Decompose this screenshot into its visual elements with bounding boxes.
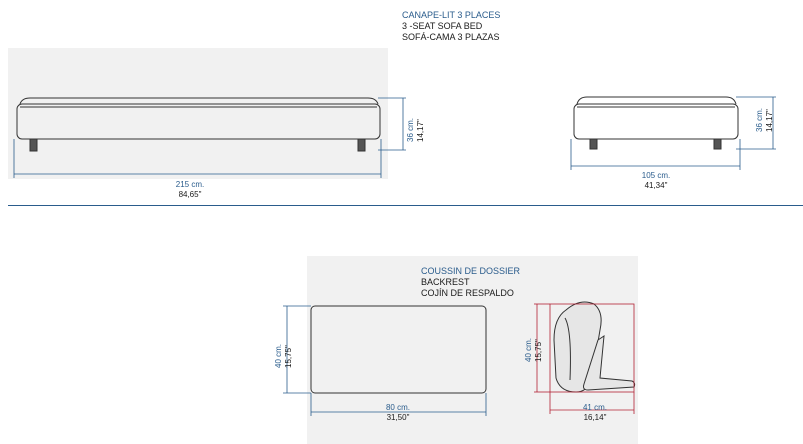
backrest-side-width-imperial: 16,14" [583, 413, 607, 422]
sofa-front-leg-left [29, 138, 38, 152]
sofa-side-leg-left [589, 138, 598, 150]
backrest-side-view [553, 301, 636, 393]
backrest-title-fr: COUSSIN DE DOSSIER [421, 266, 521, 276]
sofa-front-height-imperial: 14,17" [416, 119, 425, 142]
backrest-side-cushion-seam [564, 317, 571, 381]
backrest-side-width-label: 41 cm. 16,14" [565, 403, 625, 423]
sofa-bed-title: CANAPE-LIT 3 PLACES 3 -SEAT SOFA BED SOF… [402, 10, 500, 43]
sofa-front-width-imperial: 84,65" [178, 190, 202, 199]
backrest-side-bounding-box [549, 303, 635, 393]
section-divider [8, 205, 803, 206]
backrest-front-cushion [310, 305, 487, 394]
backrest-front-height-label: 40 cm. 15,75" [274, 344, 294, 368]
sofa-bed-title-es: SOFÁ-CAMA 3 PLAZAS [402, 32, 500, 42]
sofa-side-view [573, 96, 739, 150]
sofa-front-height-metric: 36 cm. [406, 117, 415, 142]
sofa-front-leg-right [357, 138, 366, 152]
sofa-side-width-label: 105 cm. 41,34" [626, 171, 686, 191]
front-view-panel [8, 48, 388, 179]
backrest-side-height-metric: 40 cm. [524, 337, 533, 362]
backrest-front-height-imperial: 15,75" [284, 345, 293, 368]
sofa-front-width-metric: 215 cm. [175, 180, 205, 189]
sofa-front-dimensions [13, 97, 406, 178]
sofa-front-width-label: 215 cm. 84,65" [160, 180, 220, 200]
backrest-front-width-metric: 80 cm. [385, 403, 410, 412]
sofa-bed-title-en: 3 -SEAT SOFA BED [402, 21, 483, 31]
sofa-side-leg-right [713, 138, 722, 150]
sofa-side-height-imperial: 14,17" [765, 109, 774, 132]
backrest-side-height-label: 40 cm. 15,75" [524, 338, 544, 362]
backrest-title-en: BACKREST [421, 277, 470, 287]
sofa-front-height-label: 36 cm. 14,17" [406, 118, 426, 142]
backrest-front-view [310, 305, 487, 394]
sofa-side-dimensions [570, 96, 776, 170]
backrest-title-es: COJÍN DE RESPALDO [421, 288, 514, 298]
backrest-side-dimensions [534, 303, 635, 414]
backrest-front-width-imperial: 31,50" [386, 413, 410, 422]
sofa-front-body [16, 103, 381, 140]
sofa-side-width-imperial: 41,34" [644, 181, 668, 190]
sofa-front-mattress-top [19, 97, 379, 105]
backrest-title: COUSSIN DE DOSSIER BACKREST COJÍN DE RES… [421, 266, 520, 299]
backrest-front-dimensions [283, 305, 487, 416]
sofa-side-height-metric: 36 cm. [755, 107, 764, 132]
sofa-side-mattress-top [576, 96, 737, 105]
backrest-side-width-metric: 41 cm. [582, 403, 607, 412]
backrest-front-width-label: 80 cm. 31,50" [368, 403, 428, 423]
sofa-front-view [16, 97, 381, 152]
sofa-side-width-metric: 105 cm. [641, 171, 671, 180]
backrest-side-height-imperial: 15,75" [534, 339, 543, 362]
sofa-side-body [573, 103, 739, 140]
sofa-bed-title-fr: CANAPE-LIT 3 PLACES [402, 10, 501, 20]
sofa-side-height-label: 36 cm. 14,17" [755, 108, 775, 132]
backrest-front-height-metric: 40 cm. [274, 343, 283, 368]
